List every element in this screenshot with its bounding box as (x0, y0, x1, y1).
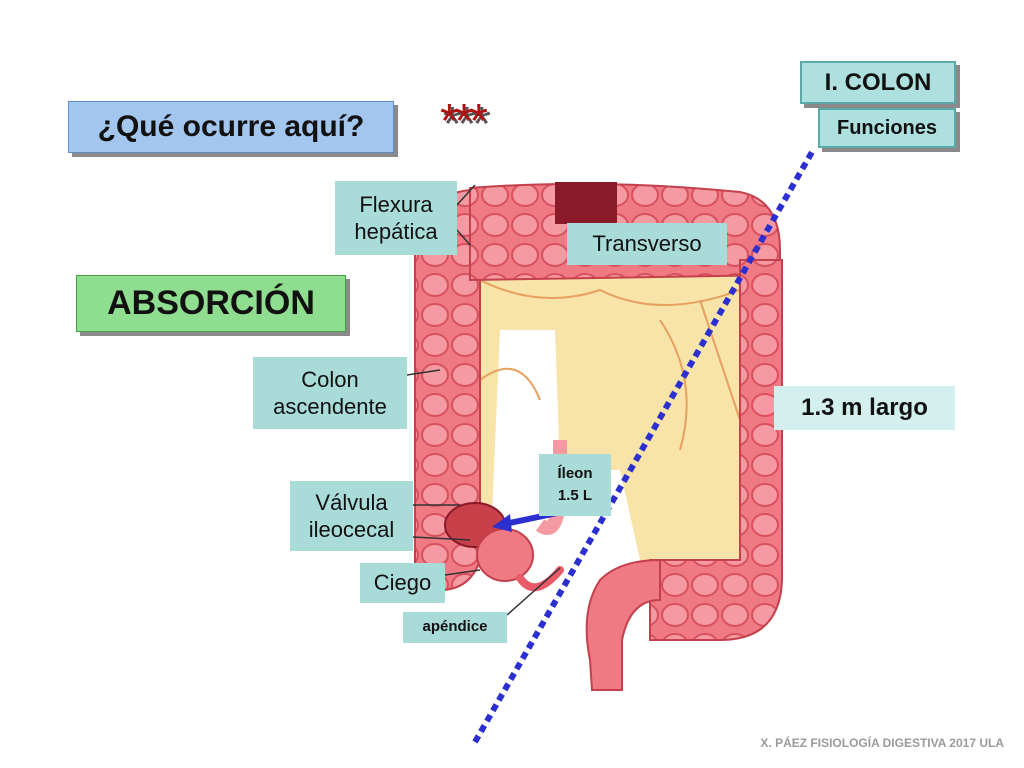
sigmoid-colon (585, 558, 661, 691)
stars-decoration: *** (440, 95, 488, 148)
label-ileon: Íleon 1.5 L (539, 454, 611, 516)
cecum (476, 528, 534, 582)
label-flexura-hepatica: Flexura hepática (335, 181, 457, 255)
mesentery (460, 270, 750, 560)
descending-colon (649, 259, 783, 641)
label-colon-ascendente: Colon ascendente (253, 357, 407, 429)
question-box: ¿Qué ocurre aquí? (68, 101, 394, 153)
label-transverso: Transverso (567, 223, 727, 265)
label-apendice: apéndice (403, 612, 507, 643)
transverse-fold (555, 182, 617, 224)
division-dashed-line (472, 150, 815, 744)
leader-lines (406, 184, 561, 616)
label-valvula-ileocecal: Válvula ileocecal (290, 481, 413, 551)
label-ciego: Ciego (360, 563, 445, 603)
main-concept-box: ABSORCIÓN (76, 275, 346, 332)
length-label: 1.3 m largo (774, 386, 955, 430)
subsection-title: Funciones (818, 108, 956, 148)
footer-credit: X. PÁEZ FISIOLOGÍA DIGESTIVA 2017 ULA (760, 736, 1004, 750)
section-title: I. COLON (800, 61, 956, 104)
